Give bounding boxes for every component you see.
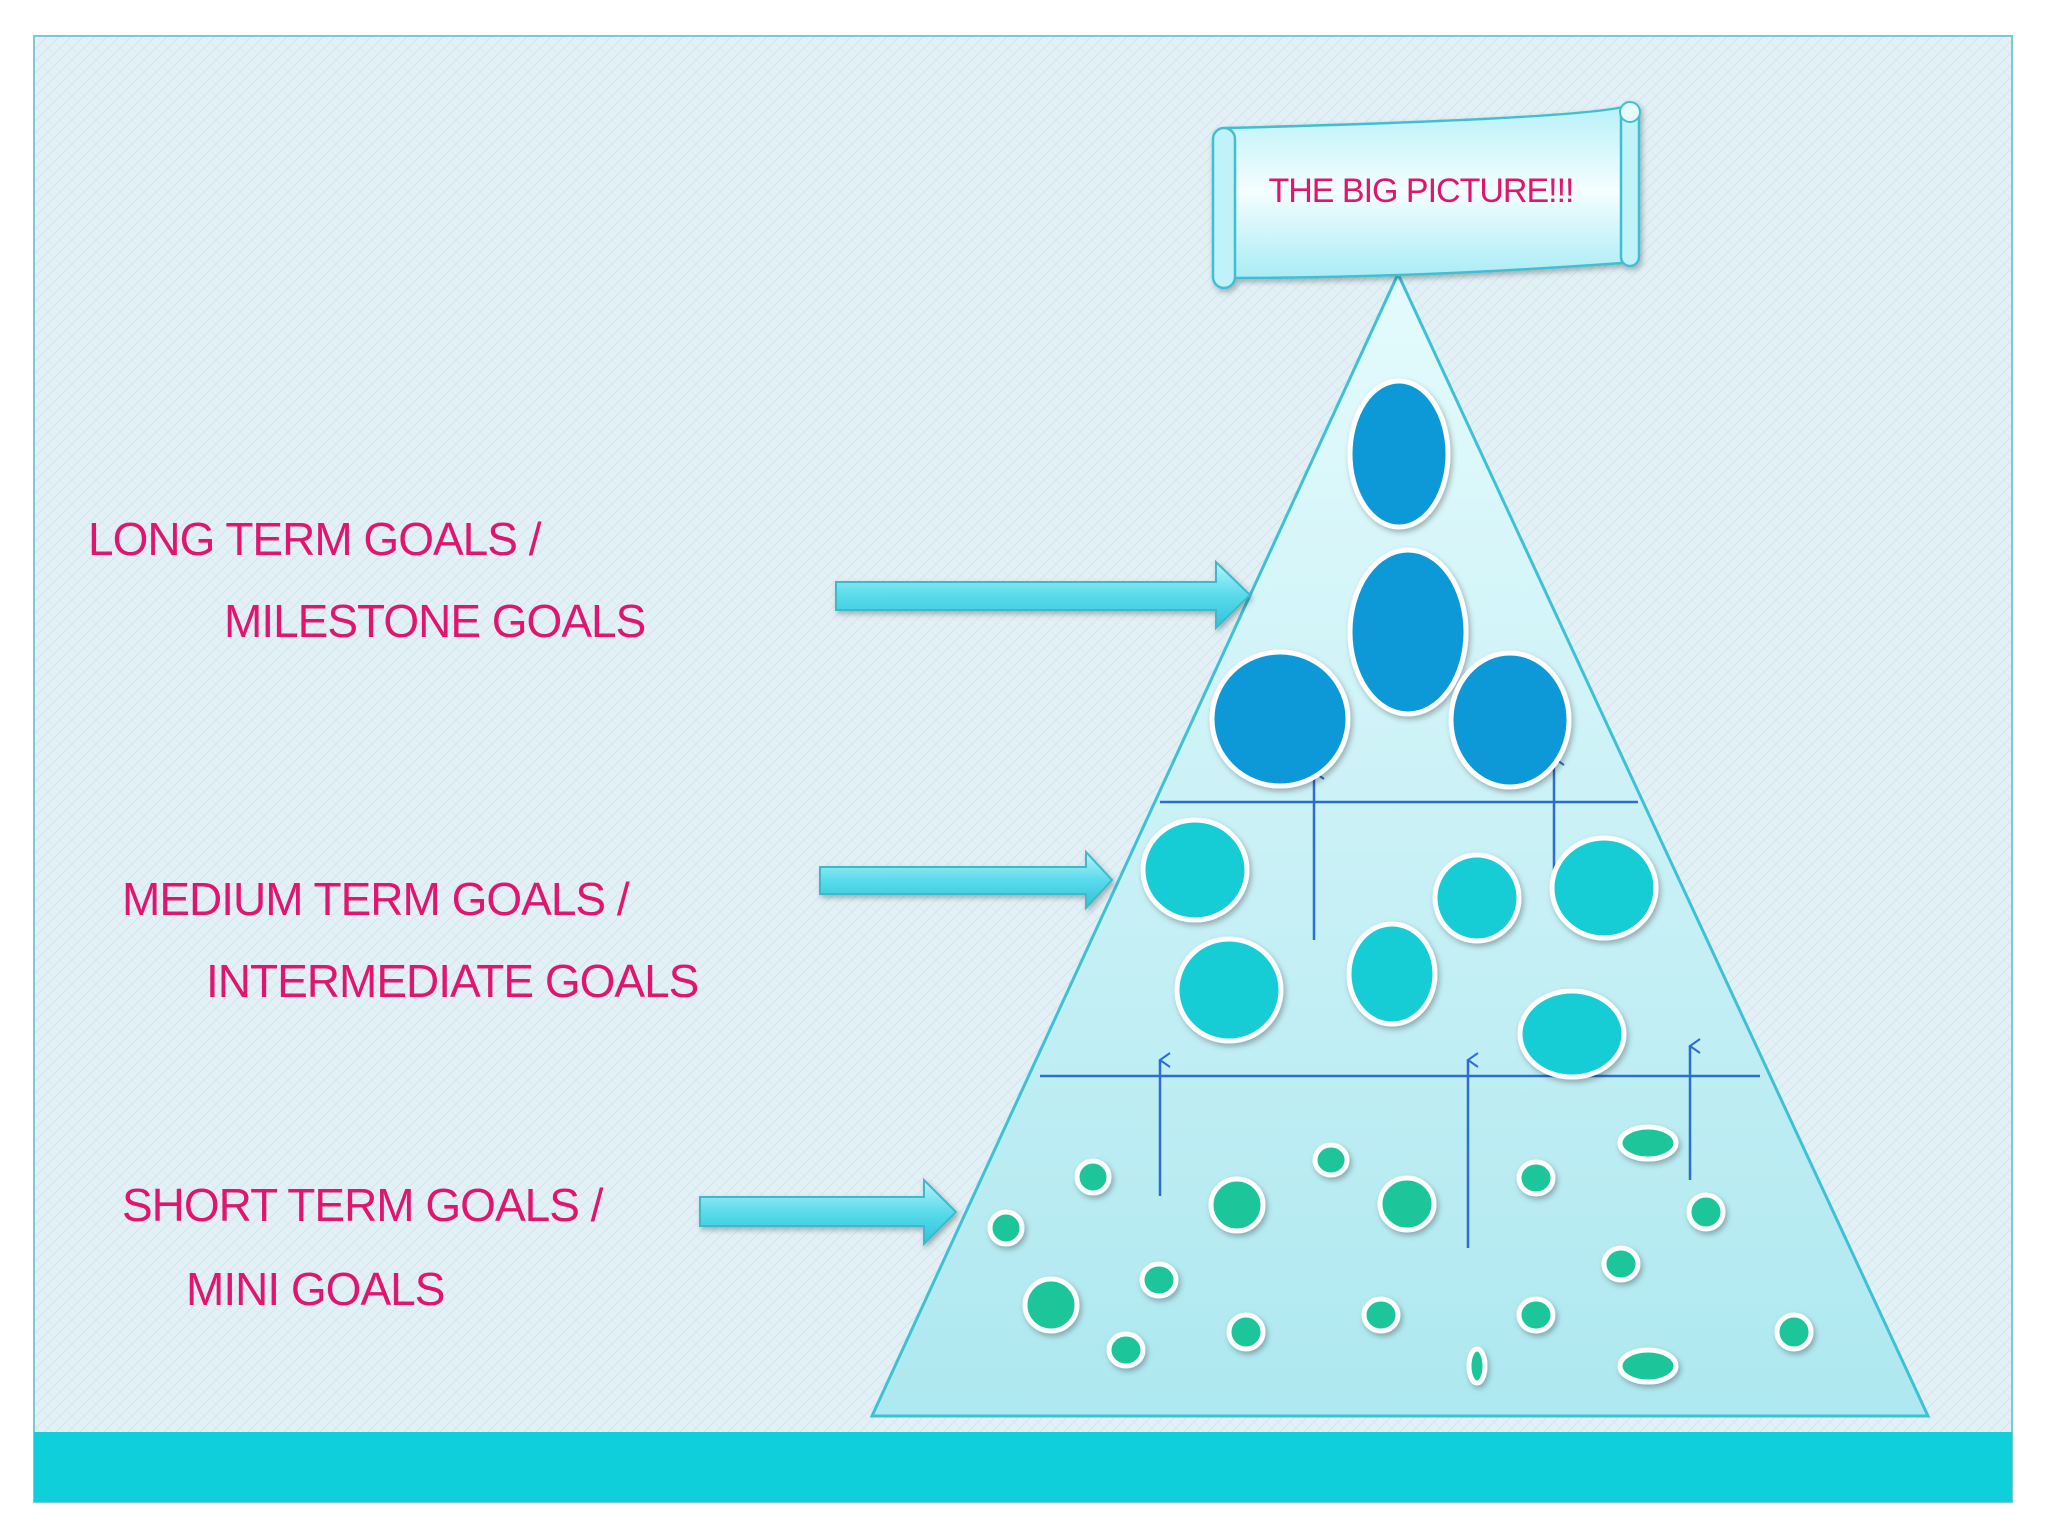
medium-term-goal-circle	[1346, 921, 1438, 1027]
long-term-pointer-arrow	[835, 559, 1252, 631]
short-term-goal-dot	[1617, 1124, 1679, 1162]
banner-scroll	[1211, 101, 1641, 290]
long-term-goal-circle	[1347, 547, 1469, 717]
medium-term-goal-circle	[1517, 988, 1627, 1080]
medium-term-goal-circle	[1549, 835, 1659, 941]
short-term-goal-dot	[1617, 1347, 1679, 1385]
medium-term-goal-circle	[1140, 817, 1250, 923]
short-term-goal-dot	[1226, 1312, 1266, 1352]
short-term-goal-dot	[1106, 1331, 1146, 1369]
long-term-goal-circle	[1448, 650, 1572, 790]
milestone-label: MILESTONE GOALS	[224, 595, 646, 647]
short-term-goal-dot	[1466, 1346, 1488, 1386]
short-term-goal-dot	[1516, 1159, 1556, 1197]
bottom-bar	[34, 1432, 2012, 1502]
long-term-goal-circle	[1209, 649, 1351, 789]
short-term-label: SHORT TERM GOALS /	[122, 1179, 603, 1231]
medium-term-goal-circle	[1174, 936, 1284, 1044]
medium-term-label: MEDIUM TERM GOALS /	[122, 873, 630, 925]
short-term-goal-dot	[1361, 1296, 1401, 1334]
short-term-goal-dot	[987, 1209, 1025, 1247]
mini-goals-label: MINI GOALS	[186, 1263, 445, 1315]
short-term-goal-dot	[1601, 1245, 1641, 1283]
short-term-goal-dot	[1377, 1175, 1437, 1233]
short-term-pointer-arrow	[699, 1177, 958, 1247]
banner-title: THE BIG PICTURE!!!	[1268, 172, 1574, 210]
short-term-goal-dot	[1774, 1312, 1814, 1352]
short-term-goal-dot	[1022, 1276, 1080, 1334]
short-term-goal-dot	[1312, 1142, 1350, 1178]
long-term-goal-circles	[1209, 378, 1572, 790]
medium-term-pointer-arrow	[819, 849, 1114, 911]
long-term-goal-circle	[1347, 378, 1451, 530]
short-term-goal-dot	[1074, 1158, 1112, 1196]
intermediate-label: INTERMEDIATE GOALS	[206, 955, 699, 1007]
long-term-label: LONG TERM GOALS /	[88, 513, 541, 565]
short-term-goal-dots	[987, 1124, 1814, 1386]
short-term-goal-dot	[1516, 1296, 1556, 1334]
short-term-goal-dot	[1686, 1192, 1726, 1232]
short-term-goal-dot	[1208, 1176, 1266, 1234]
short-term-goal-dot	[1139, 1261, 1179, 1299]
medium-term-goal-circle	[1432, 852, 1522, 944]
medium-term-goal-circles	[1140, 817, 1659, 1080]
